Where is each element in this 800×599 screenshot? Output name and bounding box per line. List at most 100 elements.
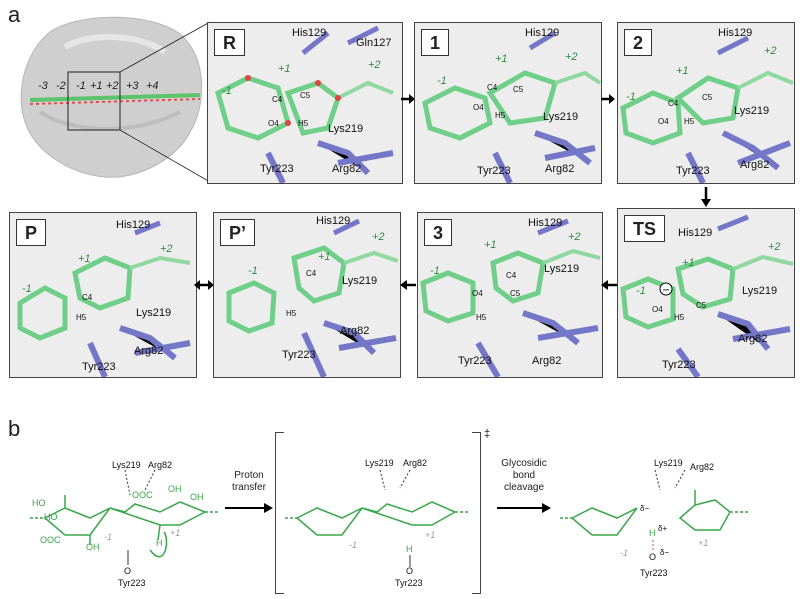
label-arg82: Arg82 bbox=[340, 325, 370, 337]
scheme-right: Lys219 Arg82 -1 +1 δ− δ+ H O δ− Tyr223 bbox=[560, 440, 760, 590]
cleavage-line2: bond bbox=[512, 470, 536, 481]
label-plus2: +2 bbox=[368, 59, 381, 71]
label-arg82: Arg82 bbox=[134, 345, 164, 357]
label-c4: C4 bbox=[306, 269, 317, 278]
scheme-middle-o: O bbox=[406, 566, 414, 576]
label-minus1: -1 bbox=[636, 285, 646, 297]
label-tyr223: Tyr223 bbox=[477, 165, 511, 177]
scheme-right-delta-minus-bottom: δ− bbox=[660, 548, 670, 557]
cleavage-arrow bbox=[497, 503, 551, 513]
structure-panel-2: 2 His129 +1 +2 -1 C4 C5 O4 H5 Lys219 Tyr… bbox=[617, 22, 795, 184]
label-c5: C5 bbox=[510, 289, 521, 298]
label-plus1: +1 bbox=[318, 251, 331, 263]
label-o4: O4 bbox=[473, 103, 484, 112]
scheme-left-tyr: Tyr223 bbox=[118, 578, 146, 588]
structure-badge: P bbox=[16, 219, 47, 246]
label-tyr223: Tyr223 bbox=[282, 349, 316, 361]
scheme-right-arg: Arg82 bbox=[690, 462, 715, 472]
protein-surface-shape bbox=[20, 16, 211, 183]
label-h5: H5 bbox=[684, 117, 695, 126]
scheme-right-plus1: +1 bbox=[698, 538, 709, 548]
scheme-left-group-8: H bbox=[156, 538, 163, 548]
scheme-left-minus1: -1 bbox=[104, 532, 113, 542]
scheme-middle-h: H bbox=[406, 544, 413, 554]
label-c4: C4 bbox=[82, 293, 93, 302]
arrow-left-1 bbox=[400, 280, 416, 290]
label-lys219: Lys219 bbox=[543, 111, 579, 123]
overview-pos-5: +2 bbox=[106, 80, 119, 92]
overview-pos-6: +3 bbox=[126, 80, 139, 92]
label-his129: His129 bbox=[718, 27, 753, 39]
label-arg82: Arg82 bbox=[545, 163, 575, 175]
structure-sticks bbox=[17, 220, 191, 377]
label-plus1: +1 bbox=[484, 239, 497, 251]
arrow-down bbox=[701, 187, 711, 207]
overview-pos-7: +4 bbox=[146, 80, 159, 92]
structure-sticks bbox=[420, 218, 601, 377]
label-his129: His129 bbox=[678, 227, 713, 239]
label-lys219: Lys219 bbox=[734, 105, 770, 117]
label-plus1: +1 bbox=[682, 257, 695, 269]
structure-badge: 3 bbox=[424, 219, 453, 246]
scheme-left-lys: Lys219 bbox=[112, 460, 141, 470]
label-plus1: +1 bbox=[278, 63, 291, 75]
label-plus1: +1 bbox=[78, 253, 91, 265]
scheme-middle: Lys219 Arg82 -1 +1 H O Tyr223 bbox=[285, 440, 470, 590]
label-c5: C5 bbox=[696, 301, 707, 310]
arrow-right-1 bbox=[401, 94, 415, 104]
structure-badge: 2 bbox=[624, 29, 653, 56]
scheme-right-lys: Lys219 bbox=[654, 458, 683, 468]
scheme-right-tyr: Tyr223 bbox=[640, 568, 668, 578]
scheme-left-drawing bbox=[30, 469, 220, 565]
scheme-right-minus1: -1 bbox=[620, 548, 629, 558]
label-his129: His129 bbox=[316, 215, 351, 227]
label-his129: His129 bbox=[525, 27, 560, 39]
scheme-right-h: H bbox=[649, 528, 656, 538]
structure-panel-3: 3 His129 +1 +2 -1 C4 C5 O4 H5 Lys219 Tyr… bbox=[417, 212, 603, 378]
label-his129: His129 bbox=[292, 27, 327, 39]
scheme-left-group-4: OH bbox=[86, 542, 100, 552]
proton-transfer-line1: Proton bbox=[234, 470, 264, 481]
scheme-middle-lys: Lys219 bbox=[365, 458, 394, 468]
label-plus2: +2 bbox=[568, 231, 581, 243]
panel-b-label: b bbox=[8, 416, 21, 441]
label-plus2: +2 bbox=[768, 241, 781, 253]
label-arg82: Arg82 bbox=[740, 159, 770, 171]
label-h5: H5 bbox=[495, 111, 506, 120]
label-c5: C5 bbox=[702, 93, 713, 102]
label-plus1: +1 bbox=[495, 53, 508, 65]
label-tyr223: Tyr223 bbox=[260, 163, 294, 175]
scheme-middle-arg: Arg82 bbox=[403, 458, 428, 468]
label-minus1: -1 bbox=[430, 265, 440, 277]
label-c4: C4 bbox=[668, 99, 679, 108]
bracket-right bbox=[472, 432, 481, 594]
structure-sticks: − bbox=[620, 214, 794, 377]
structure-panel-P: P His129 +1 +2 -1 C4 H5 Lys219 Tyr223 Ar… bbox=[9, 212, 197, 378]
overview-pos-4: +1 bbox=[90, 80, 103, 92]
scheme-middle-minus1: -1 bbox=[349, 540, 358, 550]
label-h5: H5 bbox=[298, 119, 309, 128]
label-tyr223: Tyr223 bbox=[676, 165, 710, 177]
label-c5: C5 bbox=[513, 85, 524, 94]
label-gln127: Gln127 bbox=[356, 37, 392, 49]
label-o4: O4 bbox=[268, 119, 279, 128]
scheme-left-group-3: OOC bbox=[40, 535, 61, 545]
overview-pos-2: -2 bbox=[56, 80, 66, 92]
label-h5: H5 bbox=[476, 313, 487, 322]
label-minus1: -1 bbox=[437, 75, 447, 87]
label-his129: His129 bbox=[528, 217, 563, 229]
label-plus2: +2 bbox=[764, 45, 777, 57]
cleavage-label: Glycosidic bond cleavage bbox=[492, 458, 556, 494]
scheme-left-group-7: OH bbox=[190, 492, 204, 502]
label-h5: H5 bbox=[76, 313, 87, 322]
arrow-right-2 bbox=[601, 94, 615, 104]
proton-transfer-line2: transfer bbox=[232, 482, 266, 493]
label-tyr223: Tyr223 bbox=[662, 359, 696, 371]
label-minus1: -1 bbox=[222, 85, 232, 97]
structure-sticks bbox=[226, 218, 399, 377]
scheme-left: Lys219 Arg82 HO HO OOC OH OOC OH OH H O … bbox=[30, 440, 220, 590]
scheme-right-drawing bbox=[560, 469, 750, 552]
proton-transfer-label: Proton transfer bbox=[224, 470, 274, 494]
structure-panel-TS: − TS His129 +1 +2 -1 C5 O4 H5 Lys219 Tyr… bbox=[617, 208, 795, 378]
label-c4: C4 bbox=[272, 95, 283, 104]
